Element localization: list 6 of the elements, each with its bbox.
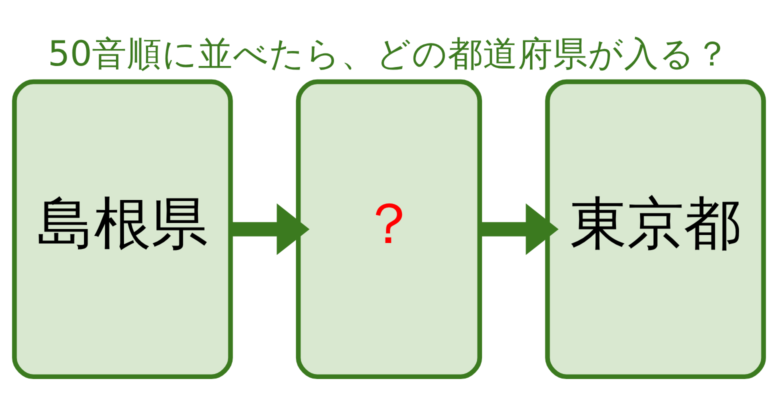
diagram-title: 50音順に並べたら、どの都道府県が入る？ (48, 34, 730, 74)
arrow (480, 203, 559, 256)
arrow (231, 203, 310, 256)
node-box: 島根県 (12, 79, 233, 380)
node-box: 東京都 (545, 79, 766, 380)
node-box: ？ (296, 79, 482, 380)
